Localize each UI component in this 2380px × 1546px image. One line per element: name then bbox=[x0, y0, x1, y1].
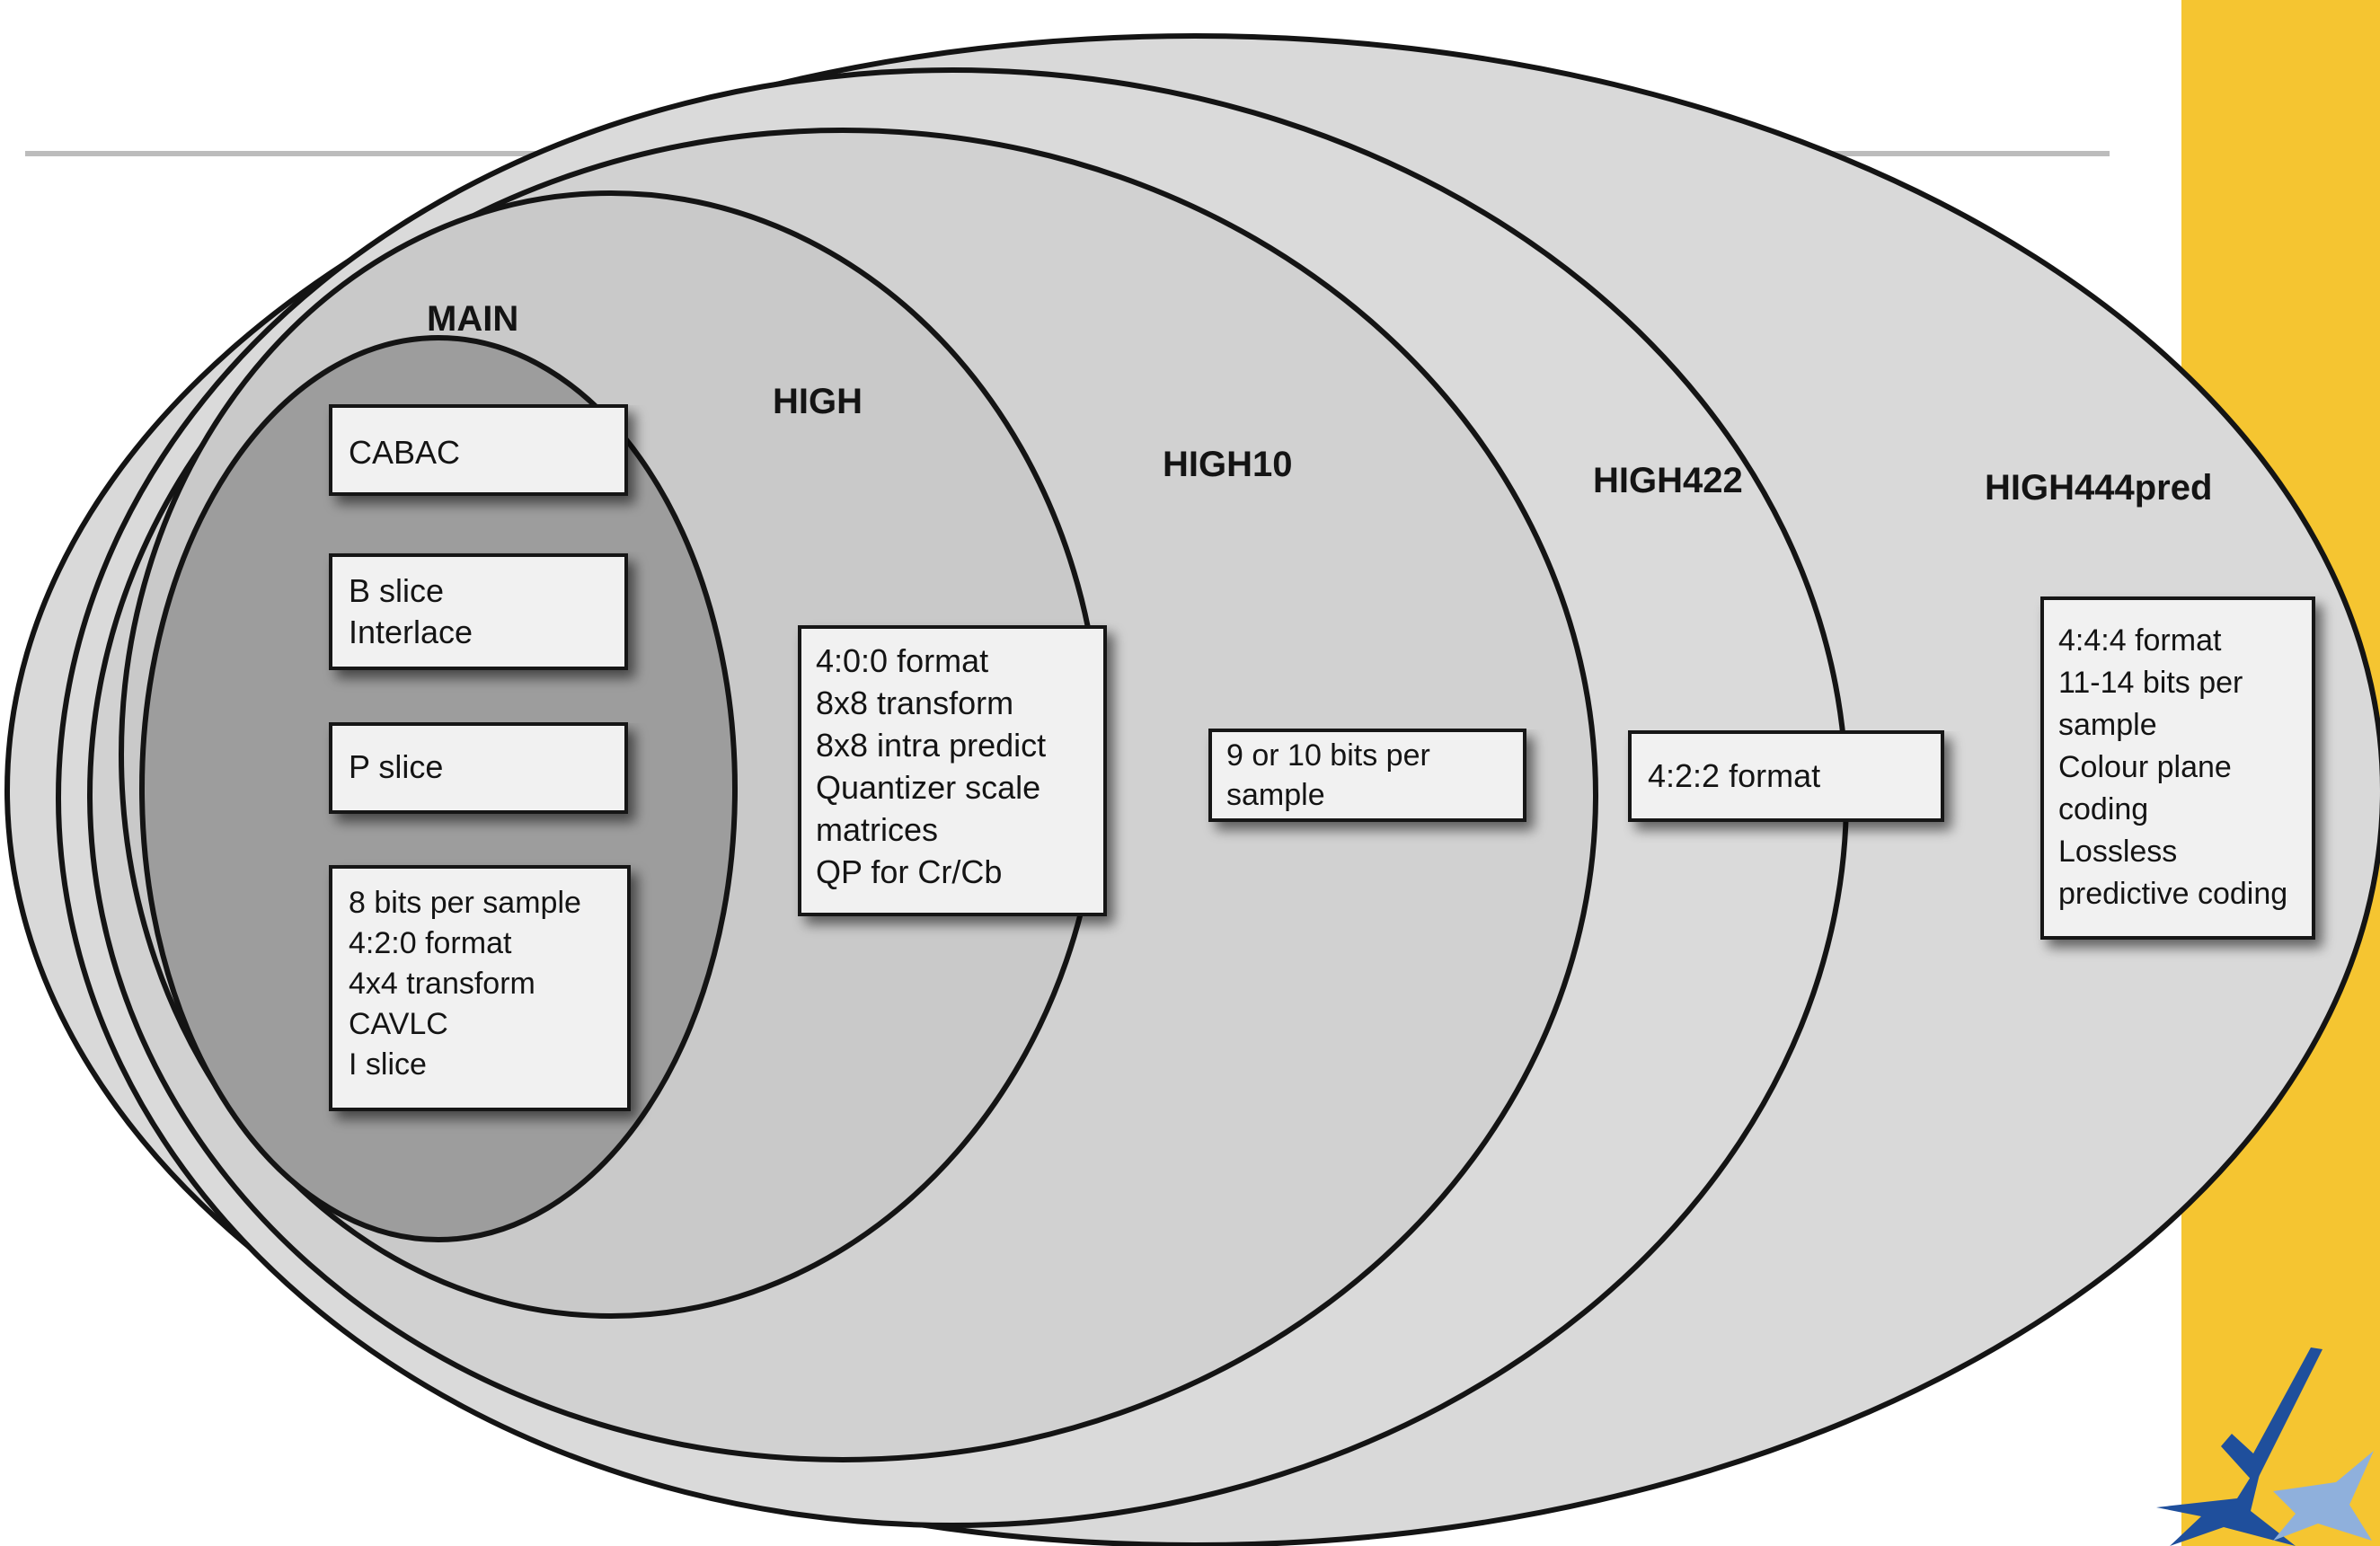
box-high bbox=[798, 625, 1107, 916]
box-high444pred-text: 4:4:4 format 11-14 bits per sample Colou… bbox=[2058, 623, 2287, 911]
box-high444pred bbox=[2040, 596, 2315, 940]
box-high422 bbox=[1628, 730, 1944, 822]
box-main-cabac-text: CABAC bbox=[349, 434, 460, 471]
checkmark-star-logo bbox=[2156, 1347, 2374, 1546]
box-main-baseline-text: 8 bits per sample 4:2:0 format 4x4 trans… bbox=[349, 886, 589, 1082]
label-high444pred: HIGH444pred bbox=[1985, 468, 2212, 508]
box-main-pslice-text: P slice bbox=[349, 748, 443, 785]
label-high422: HIGH422 bbox=[1593, 461, 1743, 500]
box-high10 bbox=[1208, 729, 1526, 822]
logo-checkmark bbox=[2221, 1347, 2322, 1484]
box-main-pslice bbox=[329, 722, 628, 814]
label-high10: HIGH10 bbox=[1163, 445, 1293, 484]
label-main: MAIN bbox=[427, 299, 518, 339]
box-main-bslice-text: B slice Interlace bbox=[349, 572, 473, 650]
box-main-baseline bbox=[329, 865, 631, 1111]
box-main-bslice bbox=[329, 553, 628, 670]
box-high422-text: 4:2:2 format bbox=[1648, 757, 1820, 794]
logo-blue-star bbox=[2156, 1455, 2296, 1546]
box-high-text: 4:0:0 format 8x8 transform 8x8 intra pre… bbox=[816, 642, 1055, 890]
box-main-cabac bbox=[329, 404, 628, 496]
logo-light-star bbox=[2273, 1451, 2374, 1541]
logo-arc bbox=[2220, 1436, 2348, 1485]
label-high: HIGH bbox=[773, 382, 863, 421]
box-high10-text: 9 or 10 bits per sample bbox=[1226, 738, 1438, 812]
